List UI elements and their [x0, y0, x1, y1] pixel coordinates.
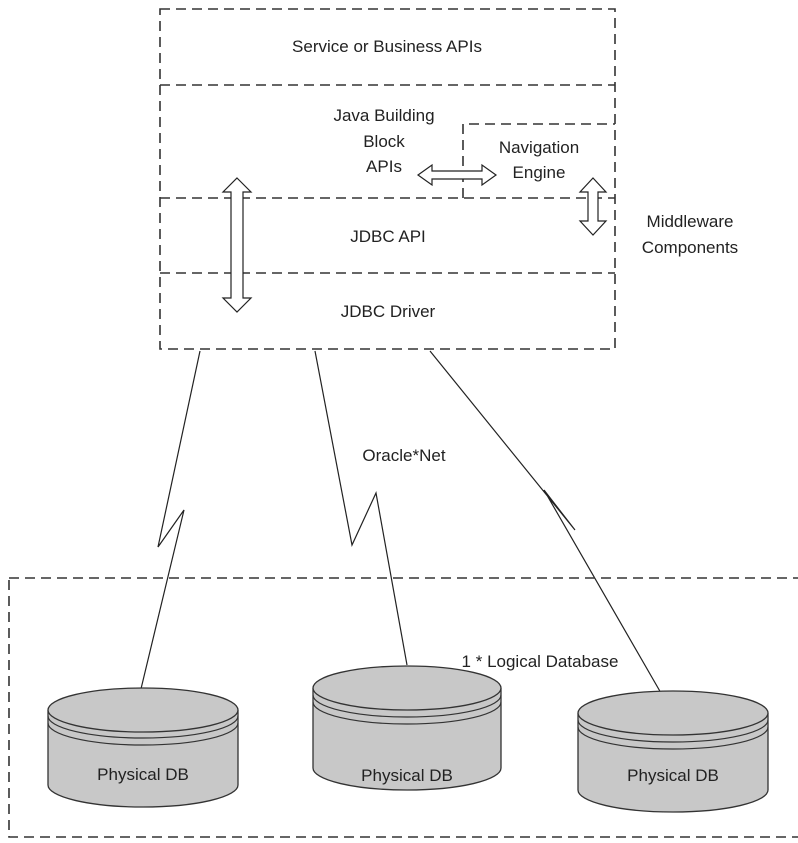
navigation-engine-label-line1: Navigation — [499, 138, 579, 157]
logical-database-label: 1 * Logical Database — [462, 652, 619, 671]
navigation-engine-label-line2: Engine — [513, 163, 566, 182]
physical-db-2: Physical DB — [312, 665, 502, 791]
middleware-label-line2: Components — [642, 238, 738, 257]
physical-db-label: Physical DB — [627, 766, 719, 785]
middleware-box — [159, 8, 616, 350]
vertical-double-arrow — [221, 177, 253, 313]
java-apis-label-line3: APIs — [366, 157, 402, 176]
physical-db-label: Physical DB — [361, 766, 453, 785]
net-link-2 — [314, 350, 408, 666]
physical-db-3: Physical DB — [577, 690, 769, 813]
net-link-1 — [139, 350, 201, 694]
middleware-label-line1: Middleware — [647, 212, 734, 231]
net-link-3 — [429, 350, 666, 701]
java-apis-label-line2: Block — [363, 132, 405, 151]
java-apis-label-line1: Java Building — [333, 106, 434, 125]
service-apis-label: Service or Business APIs — [292, 37, 482, 56]
horizontal-double-arrow — [416, 163, 498, 187]
jdbc-api-label: JDBC API — [350, 227, 426, 246]
physical-db-1: Physical DB — [47, 687, 239, 808]
physical-db-label: Physical DB — [97, 765, 189, 784]
middleware-double-arrow — [578, 177, 608, 236]
jdbc-driver-label: JDBC Driver — [341, 302, 436, 321]
oracle-net-label: Oracle*Net — [362, 446, 445, 465]
